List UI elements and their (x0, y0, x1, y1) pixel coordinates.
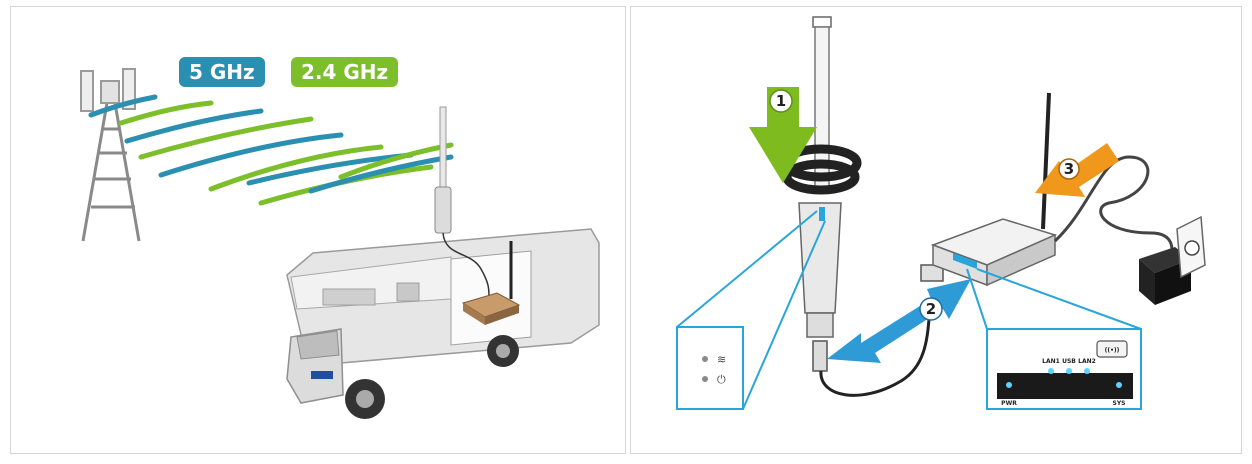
rv-icon (286, 228, 600, 419)
led-label-usb: USB (1062, 358, 1076, 365)
router-led-panel: LAN1 USB LAN2 PWR SYS ((•)) (997, 340, 1133, 407)
step-2-number: 2 (926, 300, 936, 318)
installation-illustration: 1 ≋ ⏻ (676, 16, 1206, 410)
usb-plug-icon (812, 340, 828, 372)
wps-button-label: ((•)) (1105, 347, 1120, 354)
band-24ghz-badge: 2.4 GHz (291, 57, 399, 87)
antenna-icon (434, 106, 490, 298)
led-label-sys: SYS (1113, 400, 1126, 407)
led-label-lan1: LAN1 (1042, 358, 1060, 365)
coverage-panel: 5 GHz 2.4 GHz (10, 6, 626, 454)
cable-arrow-2: 2 (827, 279, 971, 363)
step-3-number: 3 (1064, 160, 1074, 178)
router-icon (930, 92, 1058, 287)
led-label-pwr: PWR (1001, 400, 1017, 407)
power-cable (1053, 155, 1174, 262)
led-pwr (1006, 382, 1012, 388)
led-lan1 (1048, 368, 1054, 374)
antenna-callout (676, 210, 826, 410)
coverage-illustration (80, 68, 600, 419)
step-1-number: 1 (776, 92, 786, 110)
wps-button (1096, 340, 1128, 358)
band-5ghz-badge: 5 GHz (179, 57, 265, 87)
wifi-icon: ≋ (717, 353, 726, 366)
router-icon (461, 241, 521, 325)
led-usb (1066, 368, 1072, 374)
usb-cable (812, 264, 944, 397)
install-arrow-1: 1 (749, 87, 817, 183)
wall-outlet-icon (1176, 215, 1206, 279)
led-lan2 (1084, 368, 1090, 374)
status-panel: ≋ ⏻ (702, 353, 726, 386)
installation-steps-panel: 1 ≋ ⏻ (630, 6, 1242, 454)
led-label-lan2: LAN2 (1078, 358, 1096, 365)
led-sys (1116, 382, 1122, 388)
signal-waves (88, 94, 454, 206)
cell-tower-icon (80, 68, 141, 242)
power-icon: ⏻ (717, 373, 726, 386)
power-arrow-3: 3 (1035, 143, 1119, 197)
